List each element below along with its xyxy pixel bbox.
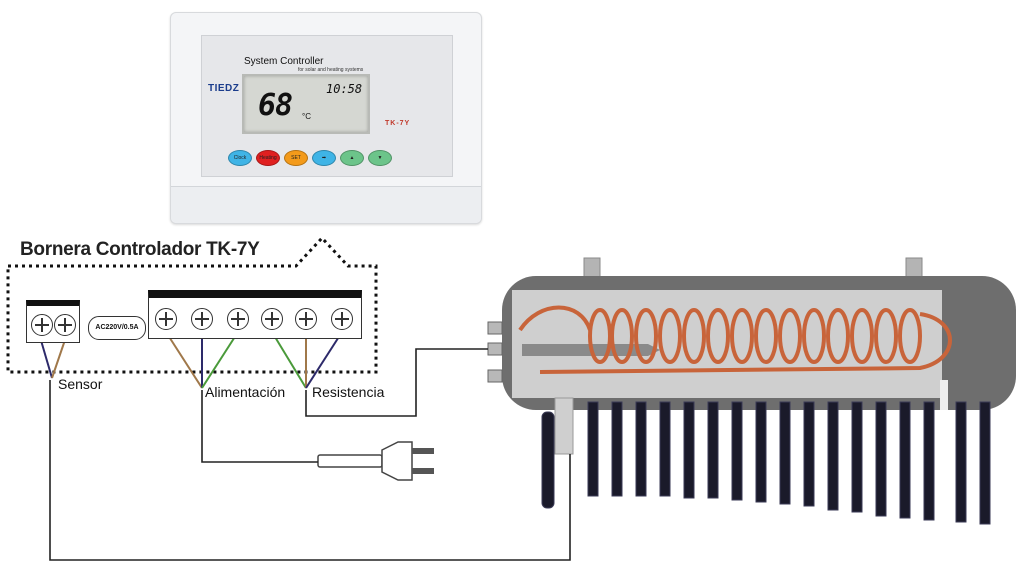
- vacuum-tubes: [541, 401, 991, 525]
- controller-base: [171, 186, 481, 223]
- sensor-screw-2: [54, 314, 76, 336]
- heater-screw-1: [261, 308, 283, 330]
- terminal-callout-outline: [6, 235, 378, 374]
- terminal-conductors: [39, 331, 343, 389]
- tank-outlet: [940, 380, 948, 410]
- lcd-display: 68 °C 10:58: [242, 74, 370, 134]
- main-terminal-block: [148, 290, 362, 339]
- heater-screw-2: [295, 308, 317, 330]
- heating-button[interactable]: Heating: [256, 150, 280, 166]
- sensor-probe: [554, 397, 574, 455]
- model-label: TK-7Y: [385, 120, 411, 127]
- tank-terminal-2: [487, 342, 503, 356]
- sensor-terminal-block: [26, 300, 80, 343]
- controller-panel: System Controller for solar and heating …: [201, 35, 453, 177]
- heater-label: Resistencia: [312, 384, 385, 400]
- sensor-label: Sensor: [58, 376, 103, 392]
- power-screw-1: [155, 308, 177, 330]
- up-button[interactable]: ▲: [340, 150, 364, 166]
- temperature-readout: 68: [258, 88, 293, 123]
- fuse-label: AC220V/0.5A: [88, 316, 146, 340]
- power-plug: [317, 441, 434, 481]
- panel-subtitle: for solar and heating systems: [298, 67, 364, 73]
- tank-terminal-3: [487, 369, 503, 383]
- clock-readout: 10:58: [326, 82, 363, 96]
- controller-device: System Controller for solar and heating …: [170, 12, 482, 224]
- panel-title: System Controller: [244, 56, 324, 67]
- solar-water-heater: [487, 257, 1016, 525]
- power-screw-3: [227, 308, 249, 330]
- heater-cable: [305, 348, 488, 417]
- clock-button[interactable]: Clock: [228, 150, 252, 166]
- heater-screw-3: [331, 308, 353, 330]
- sensor-cable: [49, 380, 571, 561]
- temperature-unit: °C: [302, 112, 311, 121]
- power-label: Alimentación: [205, 384, 286, 400]
- wiring-lines: [49, 348, 571, 561]
- next-button[interactable]: ➡: [312, 150, 336, 166]
- tank-terminal-1: [487, 321, 503, 335]
- power-cable: [201, 390, 318, 463]
- brand-logo: TIEDZ: [208, 83, 240, 94]
- down-button[interactable]: ▼: [368, 150, 392, 166]
- sensor-screw-1: [31, 314, 53, 336]
- set-button[interactable]: SET: [284, 150, 308, 166]
- power-screw-2: [191, 308, 213, 330]
- terminal-block-title: Bornera Controlador TK-7Y: [20, 239, 260, 260]
- heating-coil: [518, 305, 952, 374]
